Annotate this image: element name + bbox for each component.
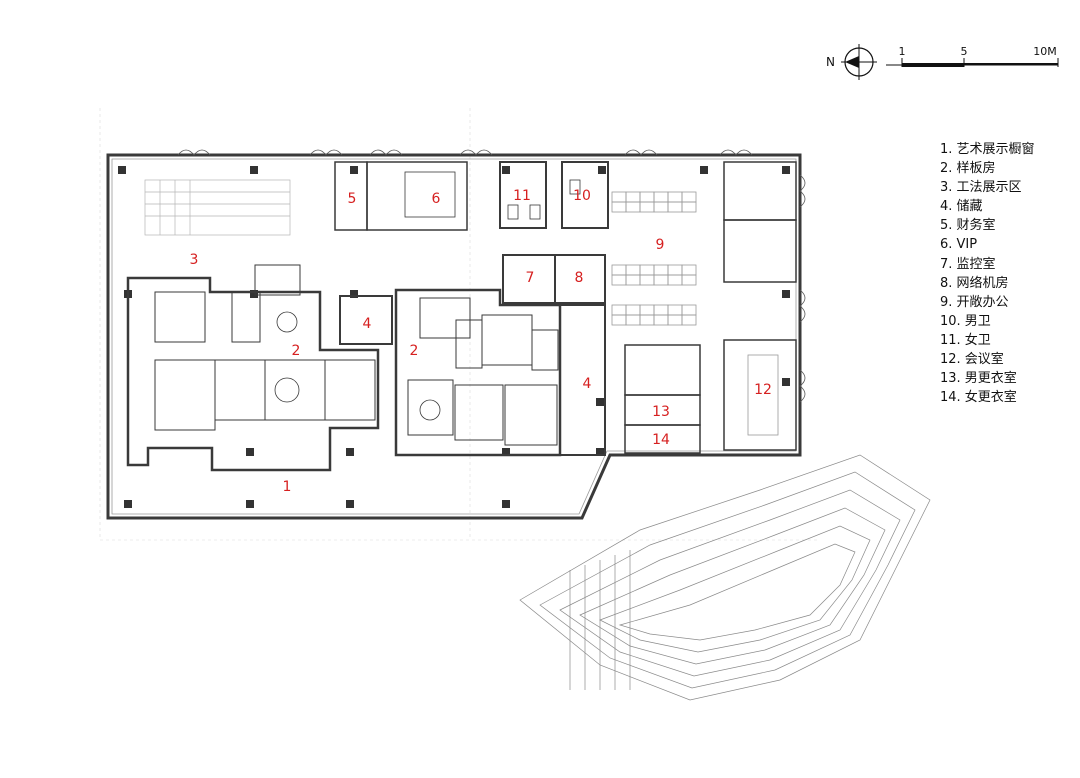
scale-label-1: 1: [899, 45, 906, 58]
storage-room-small: [339, 295, 393, 345]
column: [700, 166, 708, 174]
model-apartment-left: [126, 264, 380, 472]
north-label: N: [826, 55, 835, 69]
column: [346, 500, 354, 508]
column: [124, 500, 132, 508]
monitor-network-rooms: [502, 254, 606, 304]
legend-item: 13. 男更衣室: [940, 371, 1017, 387]
column: [782, 166, 790, 174]
column: [782, 290, 790, 298]
column: [350, 166, 358, 174]
legend-item: 4. 储藏: [940, 199, 983, 215]
room-label-8: 8: [575, 270, 584, 286]
room-label-6: 6: [432, 191, 441, 207]
grid-lines: [99, 108, 820, 541]
column: [596, 398, 604, 406]
room-label-11: 11: [513, 188, 531, 204]
legend-item: 10. 男卫: [940, 313, 991, 329]
legend-item: 14. 女更衣室: [940, 390, 1017, 406]
column: [598, 166, 606, 174]
column: [596, 448, 604, 456]
room-label-2-middle: 2: [410, 343, 419, 359]
legend-item: 3. 工法展示区: [940, 180, 1022, 196]
legend-item: 1. 艺术展示橱窗: [940, 142, 1035, 157]
room-label-14: 14: [652, 432, 670, 448]
outer-wall-inner: [111, 158, 797, 515]
column: [502, 500, 510, 508]
room-label-4-small: 4: [363, 316, 372, 332]
storage-room-large: [559, 304, 606, 456]
model-apartment-middle: [394, 288, 562, 457]
scale-bar: 1 5 10M: [886, 45, 1059, 67]
restroom-rooms: [499, 161, 609, 229]
room-label-9: 9: [656, 237, 665, 253]
outer-walls: [106, 153, 802, 520]
compass-arrow: [845, 56, 859, 68]
column: [250, 290, 258, 298]
scale-label-10m: 10M: [1033, 45, 1057, 58]
column: [350, 290, 358, 298]
room-labels: 1 2 2 3 4 4 5 6 7 8 9 10 11 12 13 14: [190, 188, 772, 495]
stepped-landscape: [519, 454, 931, 701]
finance-vip-rooms: [334, 161, 468, 231]
legend-item: 9. 开敞办公: [940, 294, 1009, 310]
legend-item: 8. 网络机房: [940, 275, 1009, 291]
room-label-2-left: 2: [292, 343, 301, 359]
room-label-4-large: 4: [583, 376, 592, 392]
scale-bar-segment: [964, 63, 1058, 65]
room-label-13: 13: [652, 404, 670, 420]
room-label-10: 10: [573, 188, 591, 204]
legend-item: 6. VIP: [940, 237, 978, 253]
right-offices: [723, 161, 797, 451]
legend-item: 7. 监控室: [940, 256, 996, 272]
column: [346, 448, 354, 456]
open-office-desks: [611, 191, 697, 326]
legend-item: 11. 女卫: [940, 332, 991, 348]
legend-item: 12. 会议室: [940, 352, 1004, 368]
legend-item: 2. 样板房: [940, 161, 996, 177]
column: [502, 448, 510, 456]
room-legend: 1. 艺术展示橱窗 2. 样板房 3. 工法展示区 4. 储藏 5. 财务室 6…: [940, 140, 1035, 407]
craft-display-area: [144, 179, 291, 236]
legend-item: 5. 财务室: [940, 218, 996, 234]
room-label-7: 7: [526, 270, 535, 286]
changing-rooms: [624, 344, 701, 454]
scale-label-5: 5: [961, 45, 968, 58]
column: [782, 378, 790, 386]
facade-bays: [177, 149, 806, 403]
outer-wall: [106, 153, 802, 520]
column: [118, 166, 126, 174]
column: [246, 500, 254, 508]
room-label-1: 1: [283, 479, 292, 495]
room-label-3: 3: [190, 252, 199, 268]
column: [250, 166, 258, 174]
room-label-12: 12: [754, 382, 772, 398]
column: [246, 448, 254, 456]
room-label-5: 5: [348, 191, 357, 207]
north-compass: N: [826, 44, 877, 80]
column: [502, 166, 510, 174]
scale-bar-segment: [902, 63, 964, 67]
